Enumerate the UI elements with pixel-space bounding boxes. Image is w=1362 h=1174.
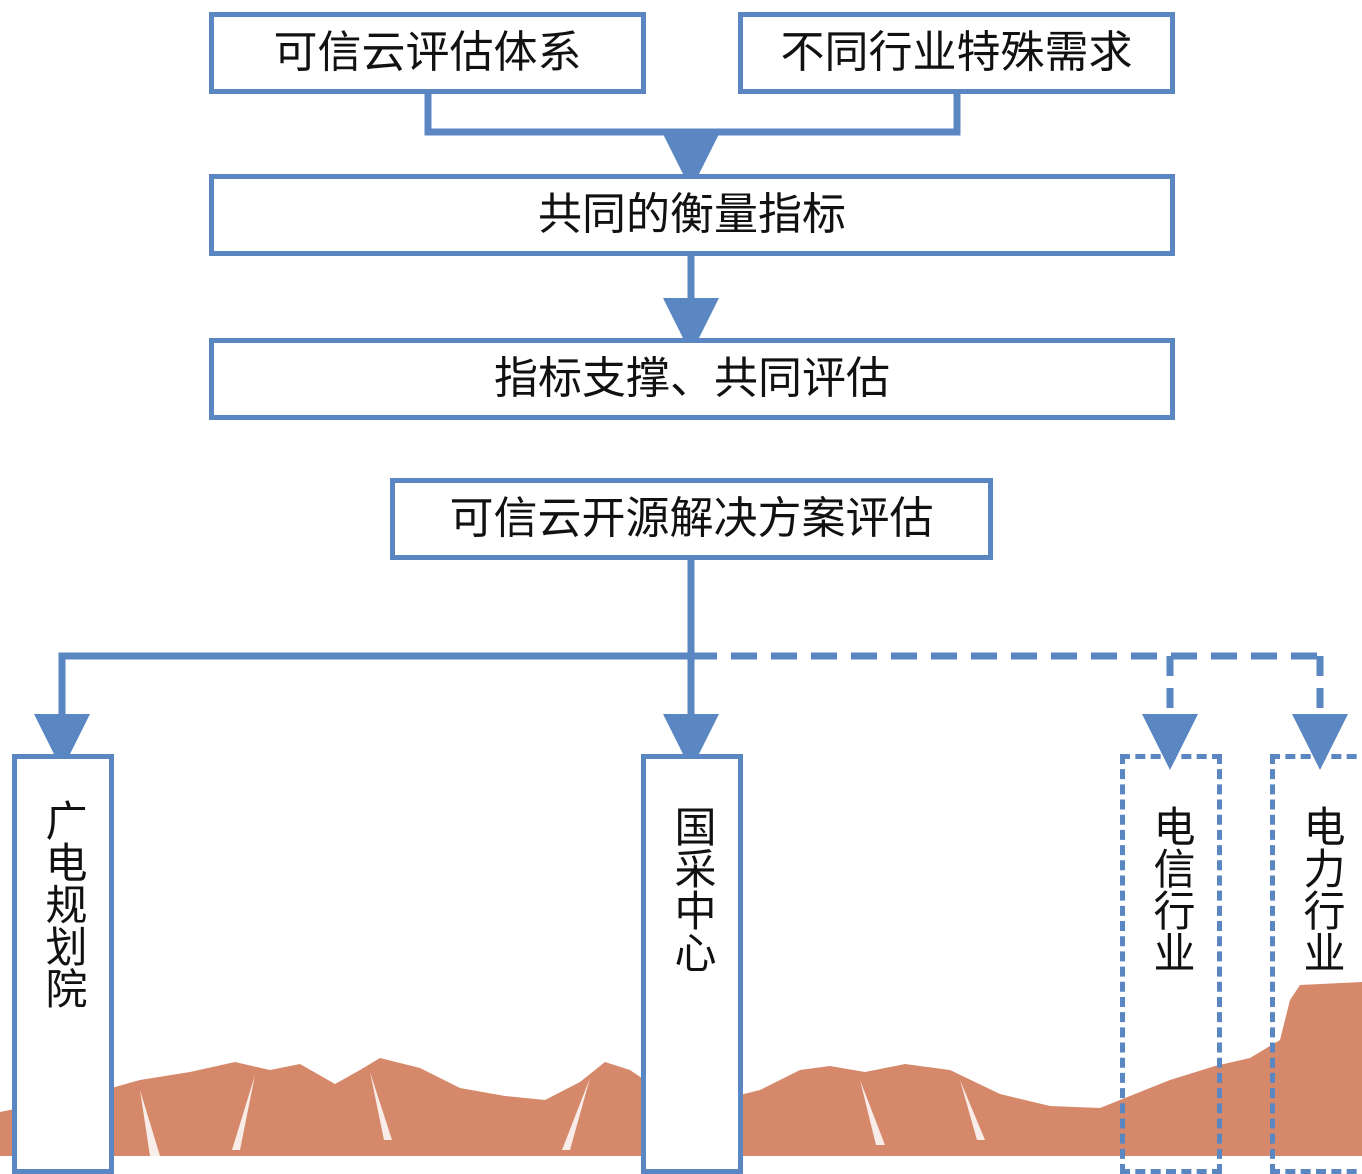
node-label: 电信行业 bbox=[1147, 805, 1196, 973]
node-oss-solution-eval: 可信云开源解决方案评估 bbox=[390, 478, 993, 560]
node-label: 共同的衡量指标 bbox=[538, 189, 846, 240]
node-sarft-planning-institute: 广电规划院 bbox=[12, 754, 114, 1174]
node-label: 广电规划院 bbox=[39, 799, 88, 1009]
connector-left-branch bbox=[34, 652, 691, 770]
node-label: 国采中心 bbox=[668, 805, 717, 973]
connector-merge bbox=[424, 93, 961, 136]
node-label: 可信云开源解决方案评估 bbox=[449, 493, 934, 544]
node-trusted-cloud-eval-system: 可信云评估体系 bbox=[209, 12, 646, 94]
node-label: 不同行业特殊需求 bbox=[780, 27, 1133, 78]
node-gov-procurement-center: 国采中心 bbox=[641, 754, 743, 1174]
node-label: 电力行业 bbox=[1297, 805, 1346, 973]
node-metric-support-joint-eval: 指标支撑、共同评估 bbox=[209, 338, 1175, 420]
node-label: 可信云评估体系 bbox=[273, 27, 582, 78]
node-industry-special-needs: 不同行业特殊需求 bbox=[738, 12, 1175, 94]
node-label: 指标支撑、共同评估 bbox=[494, 353, 890, 404]
node-common-metrics: 共同的衡量指标 bbox=[209, 174, 1175, 256]
node-telecom-industry: 电信行业 bbox=[1120, 754, 1222, 1174]
mountain-silhouette bbox=[0, 982, 1362, 1156]
node-power-industry: 电力行业 bbox=[1270, 754, 1362, 1174]
